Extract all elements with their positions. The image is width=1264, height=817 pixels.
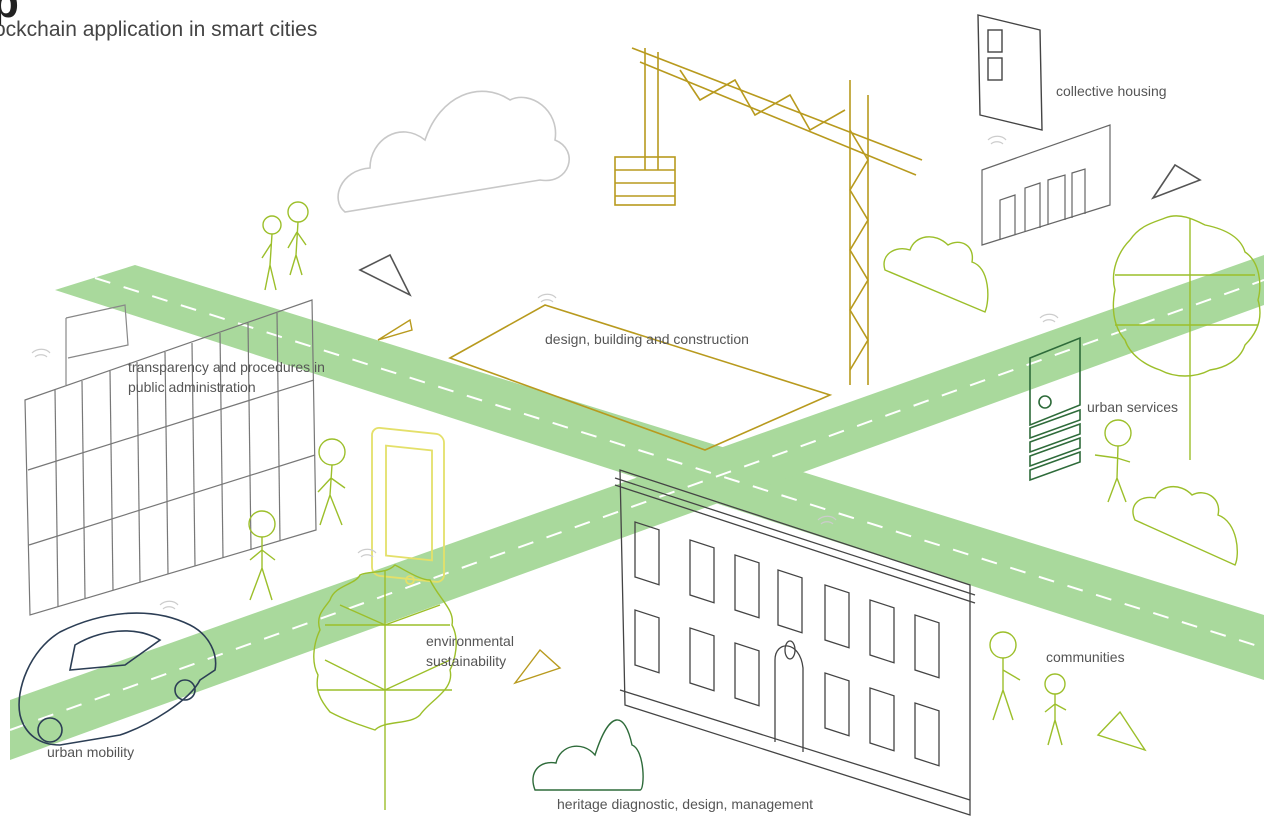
construction-site-plot	[448, 304, 833, 451]
cloud-icon	[532, 719, 644, 791]
label-transparency-line2: public administration	[128, 379, 256, 395]
crane-icon	[614, 47, 923, 385]
triangle-icon	[513, 648, 562, 685]
triangle-icon	[377, 318, 413, 341]
administration-facade-icon	[24, 299, 317, 616]
roads	[9, 255, 1264, 760]
triangle-icon	[1096, 710, 1147, 752]
triangle-icon	[1150, 163, 1202, 200]
car-icon	[18, 612, 217, 746]
person-icon	[1094, 419, 1132, 503]
tree-icon	[313, 564, 457, 810]
housing-block-icon	[981, 124, 1111, 246]
cloud-icon	[337, 90, 570, 213]
label-collective-housing: collective housing	[1056, 83, 1167, 99]
building-icon	[614, 469, 976, 816]
person-icon	[261, 215, 282, 291]
label-environmental-line1: environmental	[426, 633, 514, 649]
wifi-icon	[31, 135, 1059, 610]
road-dash-2	[9, 279, 1264, 731]
housing-panel-icon	[977, 14, 1043, 131]
tablet-icon	[371, 426, 445, 585]
label-design-building: design, building and construction	[545, 331, 749, 347]
page-title: p	[0, 0, 19, 27]
person-icon	[1044, 673, 1067, 746]
person-icon	[317, 438, 346, 526]
label-urban-services: urban services	[1087, 399, 1179, 415]
label-communities: communities	[1046, 649, 1125, 665]
label-environmental-line2: sustainability	[426, 653, 507, 669]
page-subtitle: ockchain application in smart cities	[0, 18, 318, 41]
road-sw-ne	[10, 255, 1264, 760]
person-icon	[989, 631, 1021, 721]
label-transparency-line1: transparency and procedures in	[128, 359, 325, 375]
kiosk-icon	[1029, 336, 1081, 482]
label-urban-mobility: urban mobility	[47, 744, 135, 760]
triangle-icon	[358, 253, 412, 297]
person-icon	[287, 201, 309, 276]
label-heritage: heritage diagnostic, design, management	[557, 796, 814, 812]
cloud-icon	[883, 236, 989, 313]
person-icon	[248, 510, 276, 601]
tree-icon	[1112, 215, 1261, 460]
road-dash-1	[94, 277, 1264, 649]
flag-icon	[65, 304, 129, 385]
cloud-icon	[1132, 486, 1238, 566]
